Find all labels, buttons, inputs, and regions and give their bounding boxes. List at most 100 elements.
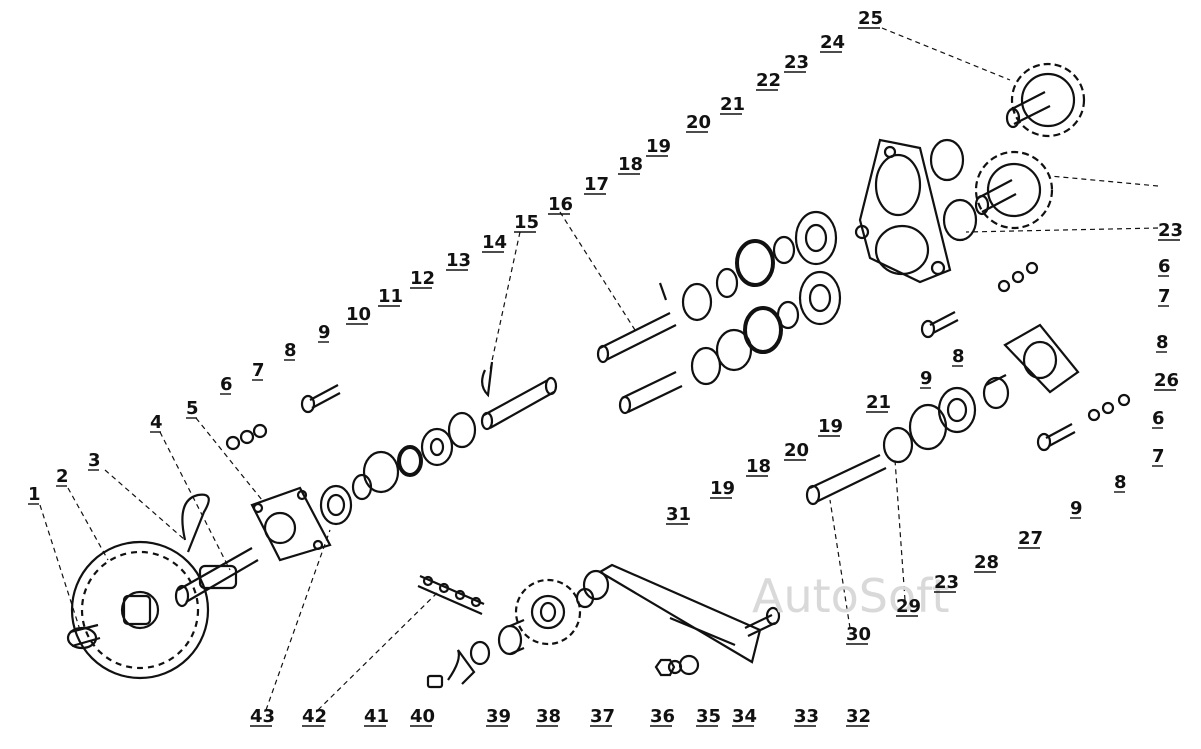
part-label-19: 19: [710, 478, 735, 499]
leader-23-right: [965, 227, 1159, 233]
lever-arm: [575, 563, 762, 664]
split-pin: [181, 493, 210, 553]
bushing-38: [497, 618, 525, 656]
part-label-25: 25: [858, 8, 883, 29]
leader-15: [489, 231, 521, 371]
leader-42: [317, 589, 441, 711]
part-label-43: 43: [250, 706, 275, 727]
washer-right-top-2: [997, 279, 1011, 293]
washer-right-bottom-2: [1087, 408, 1101, 422]
part-label-6: 6: [1158, 256, 1171, 277]
oring-20a: [735, 239, 775, 287]
part-label-14: 14: [482, 232, 507, 253]
part-label-4: 4: [150, 412, 163, 433]
pinion-27: [982, 374, 1010, 410]
part-label-8: 8: [952, 346, 965, 367]
part-label-20: 20: [686, 112, 711, 133]
bolt-32: [744, 606, 781, 637]
main-housing: [854, 138, 952, 284]
part-label-3: 3: [88, 450, 101, 471]
leader-3: [104, 469, 186, 541]
leader-4: [159, 431, 231, 571]
washer-left-2: [252, 423, 268, 439]
part-label-35: 35: [696, 706, 721, 727]
nut-left: [225, 435, 241, 451]
ring-19c: [776, 300, 800, 330]
part-label-6: 6: [220, 374, 233, 395]
part-label-27: 27: [1018, 528, 1043, 549]
leader-43: [265, 529, 331, 711]
ring-18b: [715, 328, 753, 372]
ring-23b: [942, 198, 978, 242]
washer-right-bottom: [1101, 401, 1115, 415]
part-label-19: 19: [818, 416, 843, 437]
clip-40: [447, 649, 476, 685]
part-label-28: 28: [974, 552, 999, 573]
part-label-33: 33: [794, 706, 819, 727]
ring-39: [469, 640, 491, 666]
part-label-8: 8: [1156, 332, 1169, 353]
ring-11: [362, 450, 400, 494]
part-label-9: 9: [318, 322, 331, 343]
watermark: AutoSoft: [752, 569, 950, 623]
part-label-6: 6: [1152, 408, 1165, 429]
part-label-7: 7: [252, 360, 265, 381]
part-label-31: 31: [666, 504, 691, 525]
part-label-22: 22: [756, 70, 781, 91]
cotter-pin: [481, 361, 494, 398]
part-label-41: 41: [364, 706, 389, 727]
part-label-8: 8: [1114, 472, 1127, 493]
part-label-18: 18: [618, 154, 643, 175]
ring-23c: [908, 403, 948, 451]
part-label-38: 38: [536, 706, 561, 727]
part-label-12: 12: [410, 268, 435, 289]
part-label-39: 39: [486, 706, 511, 727]
grease-nipple-41: [426, 674, 444, 689]
part-labels: 1234567891011121314151617181920212223242…: [28, 8, 1183, 727]
part-label-7: 7: [1158, 286, 1171, 307]
part-label-36: 36: [650, 706, 675, 727]
bracket-26: [1003, 323, 1080, 394]
axle-15: [480, 376, 558, 431]
bearing-21b: [798, 270, 842, 326]
shaft-31: [618, 371, 683, 415]
part-label-18: 18: [746, 456, 771, 477]
leader-1: [39, 504, 81, 631]
circlip-14: [447, 411, 477, 449]
bushing-13: [420, 427, 454, 467]
part-label-8: 8: [284, 340, 297, 361]
part-label-23: 23: [934, 572, 959, 593]
leader-25: [1049, 175, 1159, 187]
ring-12: [397, 445, 423, 477]
ring-18a: [715, 267, 739, 299]
drive-chain: [417, 574, 485, 616]
gear-24: [1005, 62, 1086, 138]
ring-23a: [929, 138, 965, 182]
bolt-center: [920, 311, 959, 339]
part-label-15: 15: [514, 212, 539, 233]
leader-5: [195, 417, 263, 501]
part-label-26: 26: [1154, 370, 1179, 391]
nut-right-bottom: [1117, 393, 1131, 407]
shaft-30: [805, 454, 887, 506]
sleeve-part: [66, 623, 101, 650]
bearing-28: [937, 386, 977, 434]
washer-left: [239, 429, 255, 445]
bearing-left: [319, 484, 353, 526]
part-label-21: 21: [866, 392, 891, 413]
bearing-21a: [794, 210, 838, 266]
ring-17: [681, 282, 713, 322]
part-label-23: 23: [1158, 220, 1183, 241]
oring-20b: [743, 306, 783, 354]
nut-36: [654, 658, 676, 677]
part-label-32: 32: [846, 706, 871, 727]
bolt-left: [300, 384, 341, 414]
part-label-10: 10: [346, 304, 371, 325]
leader-24: [881, 27, 1011, 81]
part-label-7: 7: [1152, 446, 1165, 467]
key-pin: [658, 282, 668, 301]
part-label-42: 42: [302, 706, 327, 727]
part-label-17: 17: [584, 174, 609, 195]
part-label-9: 9: [920, 368, 933, 389]
part-label-34: 34: [732, 706, 757, 727]
